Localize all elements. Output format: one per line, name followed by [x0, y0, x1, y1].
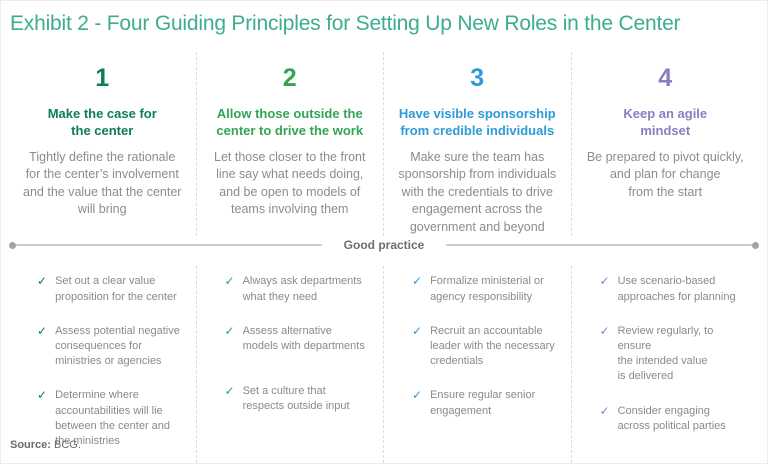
principle-description: Be prepared to pivot quickly, and plan f…: [586, 149, 744, 199]
practice-text: Ensure regular senior engagement: [430, 389, 536, 417]
practice-text: Assess alternative models with departmen…: [242, 324, 365, 352]
checkmark-icon: ✓: [412, 274, 423, 289]
practice-item: ✓ Review regularly, to ensure the intend…: [600, 324, 746, 385]
source-label: Source:: [10, 439, 51, 451]
practice-item: ✓ Formalize ministerial or agency respon…: [412, 274, 557, 304]
practice-item: ✓ Recruit an accountable leader with the…: [412, 324, 557, 370]
principle-column-4: 4 Keep an agile mindset Be prepared to p…: [572, 52, 760, 236]
principle-description: Let those closer to the front line say w…: [214, 149, 366, 217]
practice-text: Formalize ministerial or agency responsi…: [430, 275, 544, 303]
checkmark-icon: ✓: [37, 274, 48, 289]
line-end-dot-left: [9, 241, 16, 249]
practice-item: ✓ Ensure regular senior engagement: [412, 388, 557, 418]
practice-text: Set out a clear value proposition for th…: [55, 275, 177, 303]
practice-item: ✓ Use scenario-based approaches for plan…: [600, 274, 746, 304]
principle-description: Make sure the team has sponsorship from …: [398, 149, 557, 234]
practice-text: Assess potential negative consequences f…: [55, 324, 180, 368]
source-note: Source: BCG.: [10, 439, 81, 451]
checkmark-icon: ✓: [37, 323, 48, 338]
practices-column-1: ✓ Set out a clear value proposition for …: [9, 266, 197, 463]
principle-description: Tightly define the rationale for the cen…: [23, 149, 182, 217]
practice-item: ✓ Always ask departments what they need: [225, 274, 370, 304]
principle-number: 2: [282, 64, 297, 93]
practice-item: ✓ Set a culture that respects outside in…: [225, 384, 370, 414]
source-text: BCG.: [50, 439, 81, 451]
practice-text: Set a culture that respects outside inpu…: [242, 385, 350, 413]
principle-number: 1: [95, 64, 110, 93]
principle-heading: Make the case for the center: [47, 106, 157, 139]
checkmark-icon: ✓: [599, 323, 610, 338]
checkmark-icon: ✓: [599, 274, 610, 289]
divider-line-right: [446, 244, 752, 247]
checkmark-icon: ✓: [224, 323, 235, 338]
principles-row: 1 Make the case for the center Tightly d…: [9, 52, 760, 237]
practice-item: ✓ Consider engaging across political par…: [600, 404, 746, 434]
practice-text: Review regularly, to ensure the intended…: [617, 324, 714, 383]
checkmark-icon: ✓: [37, 388, 48, 403]
page-title: Exhibit 2 - Four Guiding Principles for …: [10, 12, 681, 35]
principle-number: 4: [658, 64, 673, 93]
practice-text: Use scenario-based approaches for planni…: [617, 275, 736, 303]
practice-text: Always ask departments what they need: [242, 275, 362, 303]
principle-heading: Allow those outside the center to drive …: [216, 106, 364, 139]
practices-column-2: ✓ Always ask departments what they need …: [197, 266, 384, 463]
checkmark-icon: ✓: [224, 274, 235, 289]
good-practice-divider: Good practice: [9, 238, 759, 252]
good-practice-label: Good practice: [343, 238, 425, 253]
practice-item: ✓ Assess potential negative consequences…: [37, 324, 182, 370]
practice-text: Determine where accountabilities will li…: [55, 389, 171, 447]
practice-text: Recruit an accountable leader with the n…: [430, 324, 555, 368]
practice-item: ✓ Determine where accountabilities will …: [37, 388, 182, 449]
practice-text: Consider engaging across political parti…: [617, 404, 726, 432]
good-practices-row: ✓ Set out a clear value proposition for …: [9, 266, 760, 463]
line-end-dot-right: [752, 241, 759, 249]
principle-heading: Keep an agile mindset: [623, 106, 708, 139]
principle-column-1: 1 Make the case for the center Tightly d…: [9, 52, 197, 237]
principle-column-2: 2 Allow those outside the center to driv…: [197, 52, 384, 237]
practices-column-3: ✓ Formalize ministerial or agency respon…: [384, 266, 572, 463]
principle-heading: Have visible sponsorship from credible i…: [398, 106, 556, 139]
checkmark-icon: ✓: [412, 323, 423, 338]
checkmark-icon: ✓: [599, 403, 610, 418]
practices-column-4: ✓ Use scenario-based approaches for plan…: [572, 266, 760, 463]
practice-item: ✓ Assess alternative models with departm…: [225, 324, 370, 354]
principle-column-3: 3 Have visible sponsorship from credible…: [384, 52, 572, 237]
principle-number: 3: [470, 64, 485, 93]
practice-item: ✓ Set out a clear value proposition for …: [37, 274, 182, 304]
checkmark-icon: ✓: [412, 388, 423, 403]
divider-line-left: [16, 244, 322, 247]
checkmark-icon: ✓: [224, 384, 235, 399]
